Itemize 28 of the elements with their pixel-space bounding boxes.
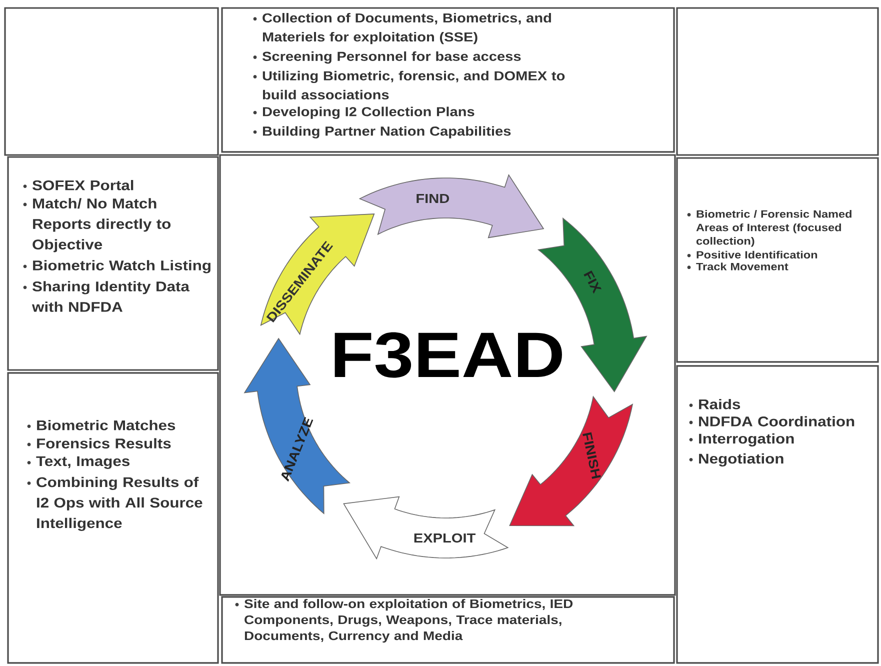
bullet-item: Biometric Watch Listing <box>23 260 210 274</box>
bullet-item: Site and follow-on exploitation of Biometrics, IED Components, Drugs, Weapons, Trace materials, Documents, Currency and Media <box>235 598 573 643</box>
bullet-item: Text, Images <box>27 456 130 469</box>
text-box <box>7 156 219 371</box>
empty-box <box>4 7 219 156</box>
bullet-item: Developing I2 Collection Plans <box>253 106 474 119</box>
bullet-item: Raids <box>689 398 740 410</box>
bullet-item: Track Movement <box>687 262 788 270</box>
bullet-item: SOFEX Portal <box>23 180 134 190</box>
empty-box <box>676 7 879 156</box>
bullet-item: Combining Results of I2 Ops with All Source Intelligence <box>27 476 202 531</box>
bullet-item: Negotiation <box>689 453 784 466</box>
bullet-item: Biometric / Forensic Named Areas of Interest (focused collection) <box>687 210 852 247</box>
bullet-item: Biometric Matches <box>27 420 176 430</box>
text-box <box>7 372 219 664</box>
text-box <box>676 365 879 664</box>
bullet-item: Utilizing Biometric, forensic, and DOMEX to build associations <box>253 70 565 100</box>
bullet-item: Match/ No Match Reports directly to Objective <box>23 198 171 252</box>
bullet-item: Collection of Documents, Biometrics, and Materiels for exploitation (SSE) <box>253 12 551 44</box>
bullet-item: Interrogation <box>689 433 794 446</box>
bullet-item: Positive Identification <box>687 250 818 259</box>
bullet-item: Sharing Identity Data with NDFDA <box>23 281 190 312</box>
bullet-item: NDFDA Coordination <box>689 416 854 426</box>
text-box <box>221 596 675 664</box>
bullet-item: Building Partner Nation Capabilities <box>253 126 511 138</box>
bullet-item: Screening Personnel for base access <box>253 51 521 64</box>
bullet-item: Forensics Results <box>27 438 171 448</box>
text-box <box>676 157 879 363</box>
